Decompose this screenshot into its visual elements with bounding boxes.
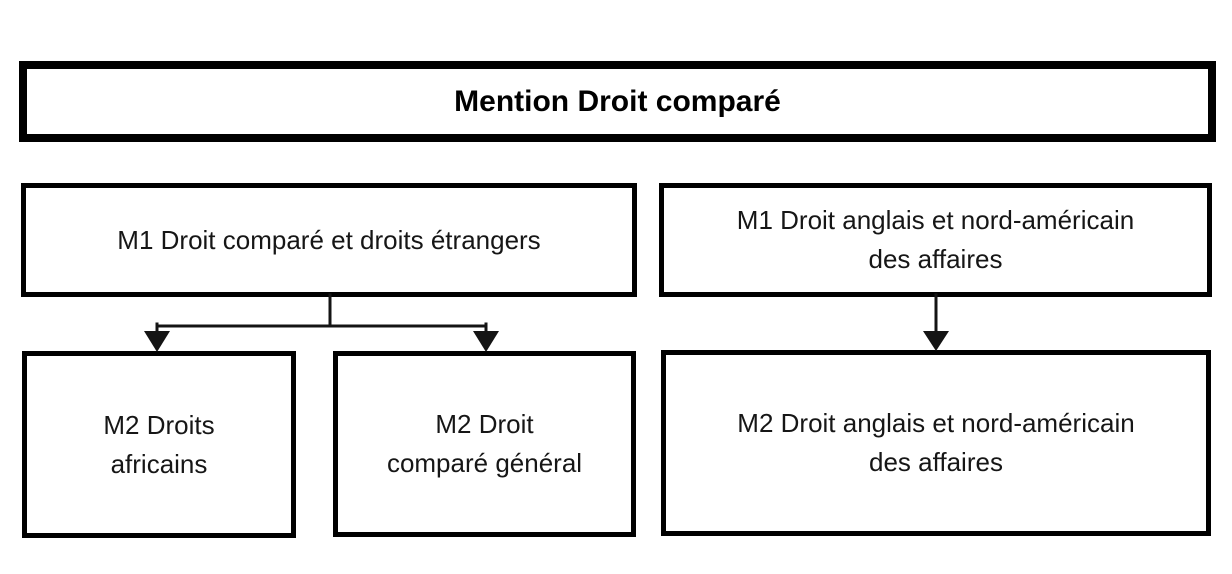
arrowhead-down-icon	[923, 331, 949, 351]
diagram-title: Mention Droit comparé	[454, 84, 781, 118]
node-m2-droits-africains: M2 Droits africains	[22, 351, 296, 538]
node-label: M2 Droits africains	[103, 409, 215, 479]
node-m1-droit-compare: M1 Droit comparé et droits étrangers	[21, 183, 637, 297]
node-label: M2 Droit comparé général	[386, 409, 583, 478]
connector-left-branch	[155, 293, 488, 335]
node-m1-droit-anglais: M1 Droit anglais et nord-américain des a…	[659, 183, 1212, 297]
arrowhead-down-icon	[473, 331, 499, 352]
node-m2-droit-anglais: M2 Droit anglais et nord-américain des a…	[661, 350, 1211, 536]
title-box: Mention Droit comparé	[19, 61, 1216, 142]
node-label: M1 Droit anglais et nord-américain des a…	[736, 205, 1135, 274]
node-label: M1 Droit comparé et droits étrangers	[117, 224, 541, 255]
arrowhead-down-icon	[144, 331, 170, 352]
node-label: M2 Droit anglais et nord-américain des a…	[737, 408, 1135, 477]
node-m2-droit-compare-general: M2 Droit comparé général	[333, 351, 636, 537]
